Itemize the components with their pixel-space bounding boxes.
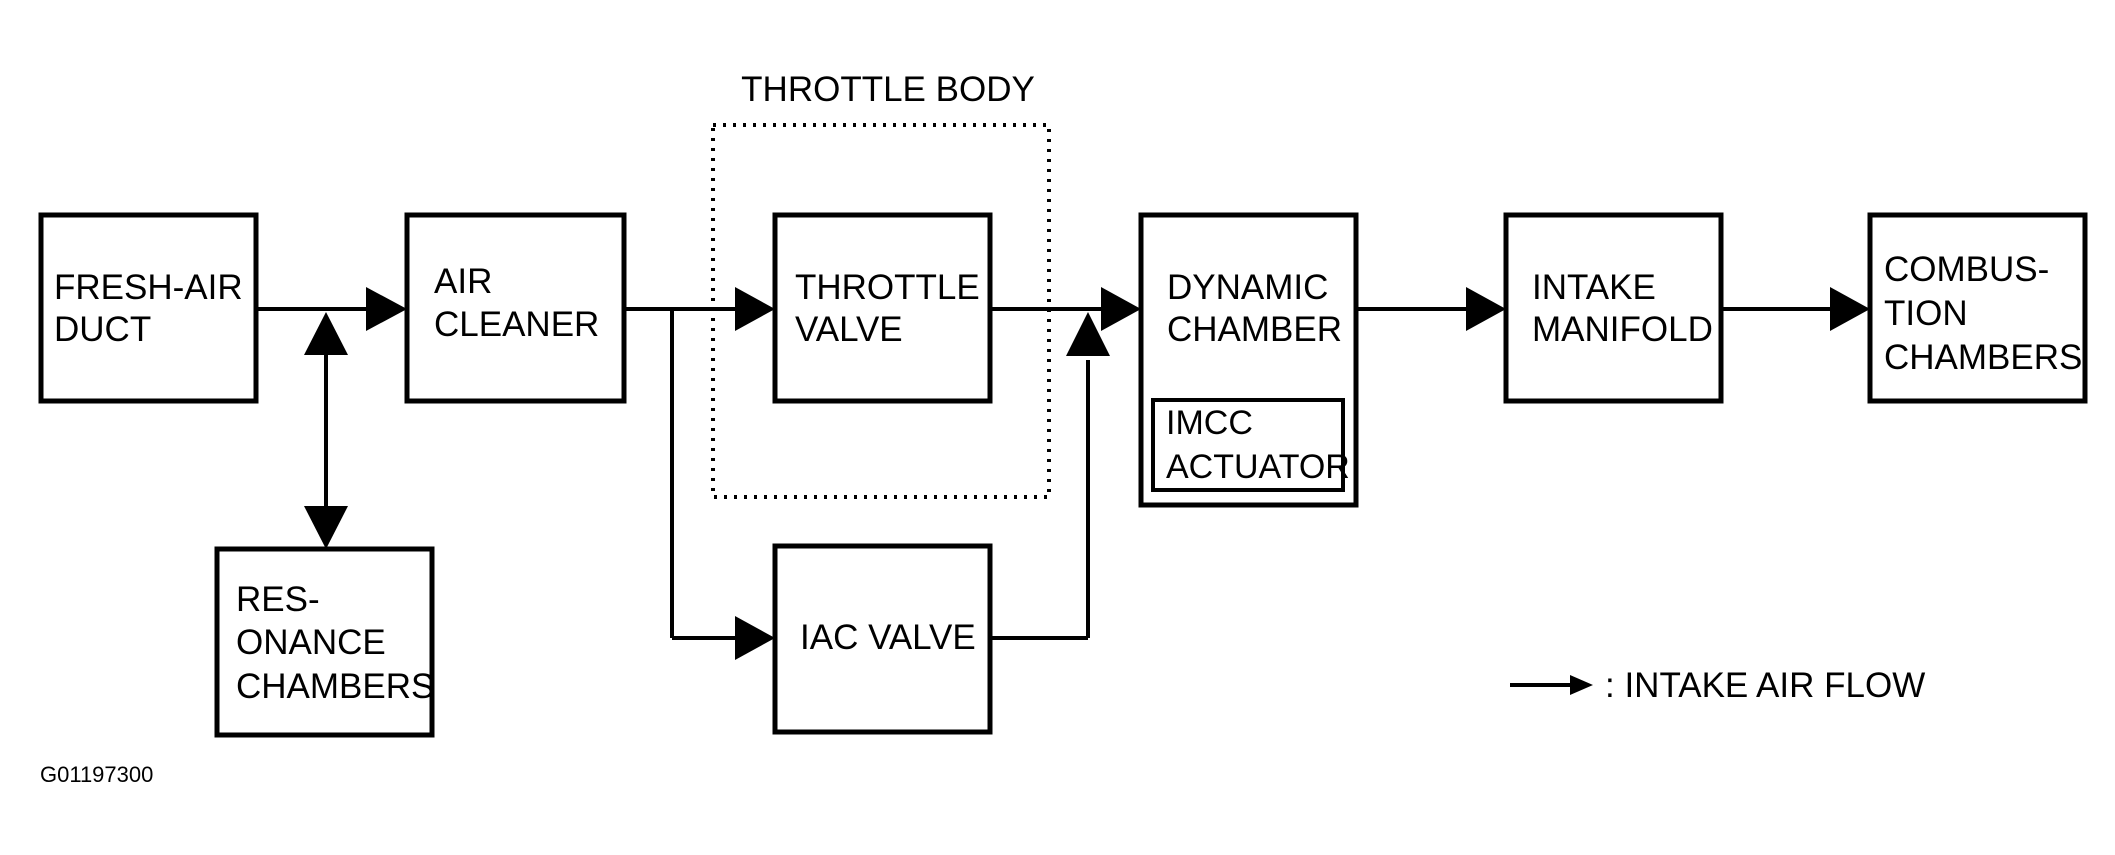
arrow-to-air-cleaner [366, 287, 407, 331]
legend: : INTAKE AIR FLOW [1510, 666, 1925, 705]
throttle-body-title: THROTTLE BODY [741, 70, 1035, 109]
arrowheads [304, 287, 1870, 660]
arrow-down-resonance [304, 506, 348, 549]
flow-connectors [256, 307, 1836, 640]
legend-label: : INTAKE AIR FLOW [1605, 666, 1925, 705]
iac-valve-block: IAC VALVE [772, 543, 993, 735]
arrow-to-iac-valve [735, 616, 775, 660]
legend-arrowhead [1570, 675, 1593, 695]
arrow-to-combustion-chambers [1830, 287, 1870, 331]
svg-text:IAC VALVE: IAC VALVE [800, 618, 976, 657]
arrow-to-dynamic-chamber [1101, 287, 1141, 331]
arrow-to-intake-manifold [1466, 287, 1506, 331]
arrow-up-from-iac [1066, 312, 1110, 356]
arrow-to-throttle-valve [735, 287, 775, 331]
arrow-up-resonance [304, 312, 348, 355]
figure-id: G01197300 [40, 762, 153, 787]
